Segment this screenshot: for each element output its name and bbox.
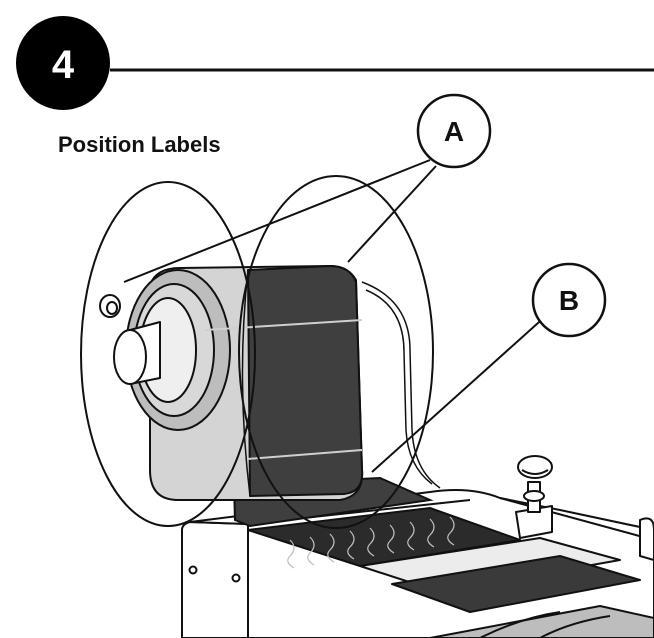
callout-a-letter: A (444, 116, 464, 147)
feed-plate (247, 507, 521, 567)
liner-path (361, 281, 441, 489)
label-strip (247, 265, 364, 497)
step-number: 4 (52, 43, 75, 87)
side-screw (188, 565, 198, 575)
reel-flanges (80, 175, 434, 529)
callout-b-leader (371, 313, 549, 473)
callout-b: B (531, 262, 607, 338)
hub-face (113, 329, 147, 385)
knob-nut (523, 490, 545, 502)
front-reel-flange (80, 181, 256, 527)
callout-a: A (416, 93, 492, 169)
page-heading: Position Labels (58, 132, 221, 157)
callout-a-leader-flange (123, 159, 431, 283)
label-roll (99, 265, 441, 501)
callout-a-circle (416, 93, 492, 169)
side-screw (231, 573, 241, 583)
rear-reel-flange (238, 175, 434, 529)
callout-b-circle (531, 262, 607, 338)
label-gap (234, 449, 363, 461)
right-bracket (639, 517, 654, 561)
callout-leaders (123, 159, 549, 473)
step-badge (16, 16, 110, 110)
callout-a-leader-roll (347, 165, 437, 263)
callout-b-letter: B (559, 285, 579, 316)
label-gap (204, 319, 363, 331)
step-header: 4 (16, 16, 654, 110)
exit-tray (391, 555, 641, 613)
tension-knob-assembly (515, 455, 553, 539)
rear-panel (499, 497, 654, 531)
lower-rail (429, 605, 654, 638)
feed-plate-ridges (287, 516, 455, 569)
